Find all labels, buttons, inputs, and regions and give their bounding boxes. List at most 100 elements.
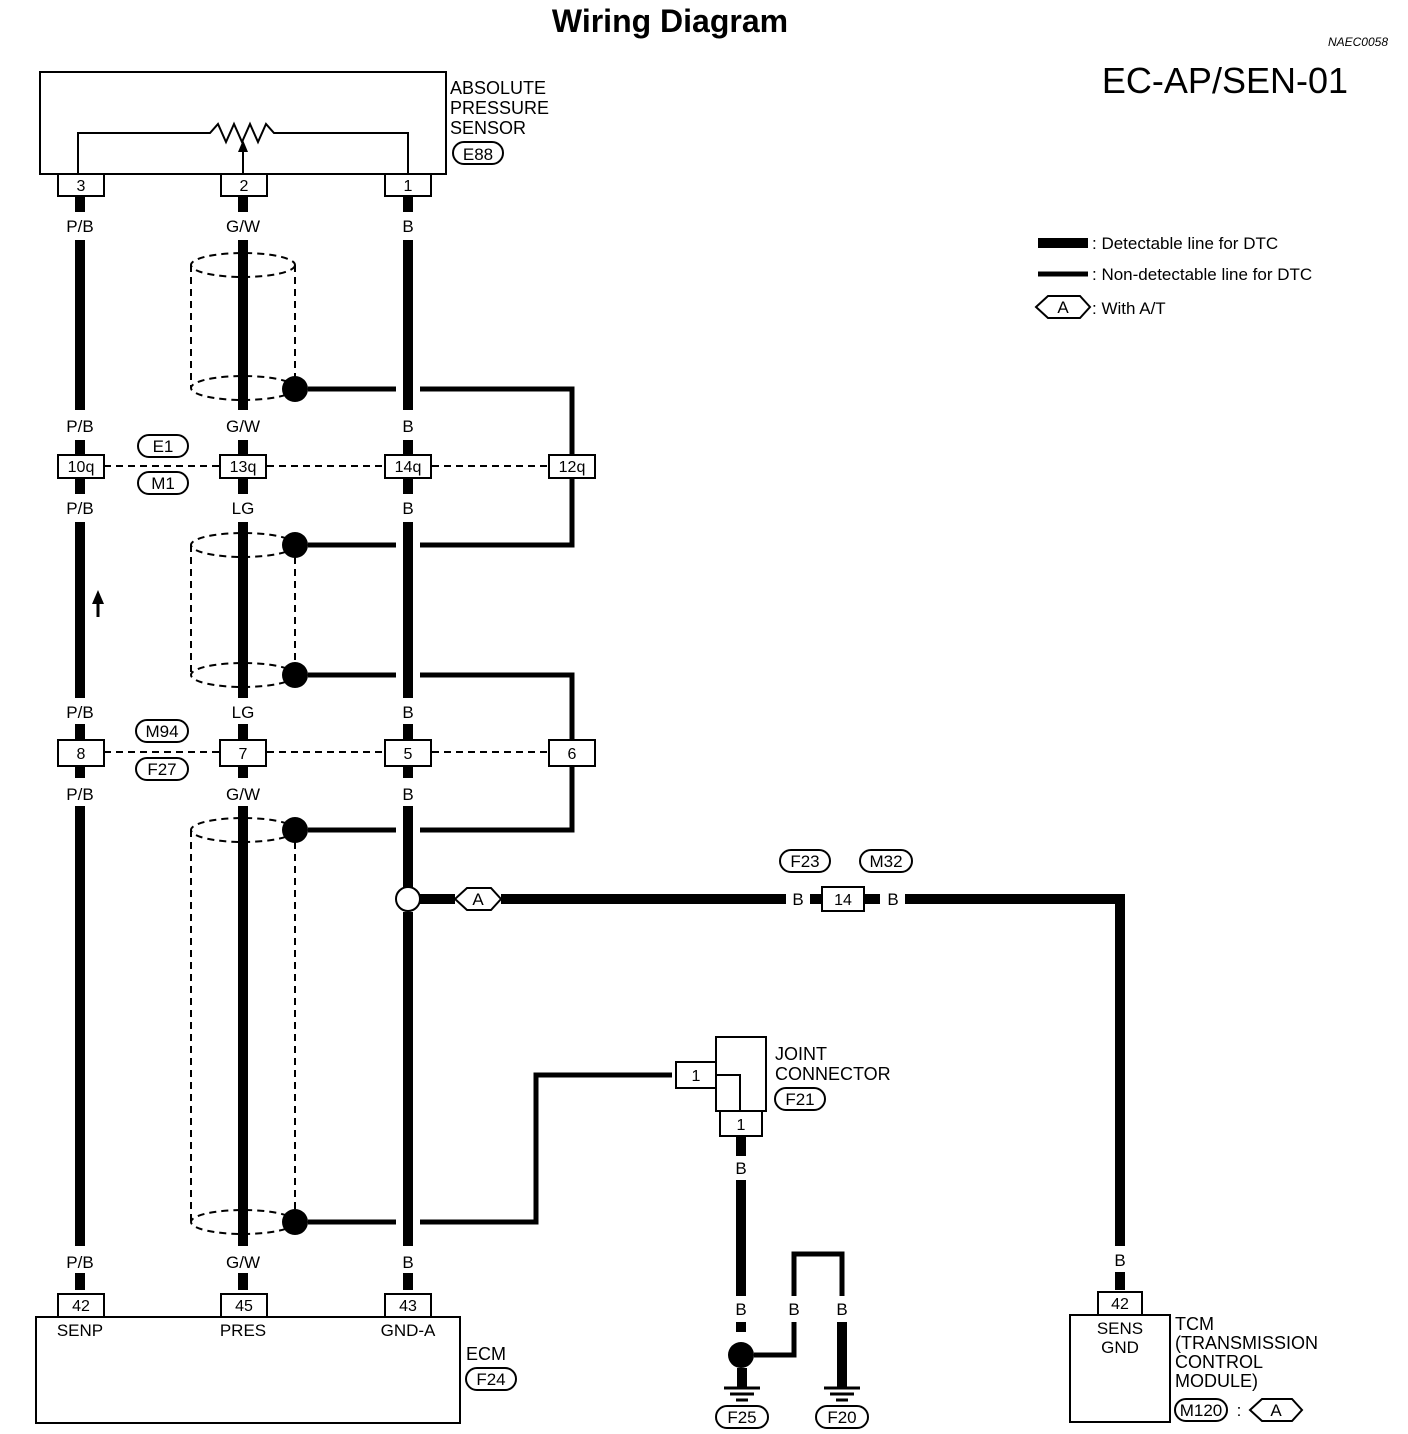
ecm-housing [35, 1316, 461, 1424]
sensor-pin-3-label: 3 [77, 178, 86, 195]
diagram-code: EC-AP/SEN-01 [1102, 60, 1348, 101]
shield-drain-wire [420, 478, 575, 548]
tcm-terminal-line2: GND [1101, 1338, 1139, 1357]
shield-drain-node [282, 817, 308, 843]
joint-connector-tag-label: F21 [785, 1090, 814, 1109]
inline-connector-pin [821, 886, 865, 912]
shield-drain-node [282, 1209, 308, 1235]
legend-detectable-label: : Detectable line for DTC [1092, 234, 1278, 253]
tcm-option-tag-icon [1248, 1398, 1304, 1422]
connector-tag-top-label: E1 [153, 437, 174, 456]
tcm-connector-tag [1174, 1398, 1228, 1422]
at-branch: A B 14 B F23 M32 B [395, 849, 1126, 1290]
wire-color-label: B [402, 499, 413, 518]
sensor-pin-1-label: 1 [404, 178, 413, 195]
sensor-connector-tag [452, 141, 504, 165]
wire-color-label: P/B [66, 217, 93, 236]
legend-non-detectable-label: : Non-detectable line for DTC [1092, 265, 1312, 284]
sensor-name-line2: PRESSURE [450, 98, 549, 118]
ground-circuit: B B B B F25 F20 [715, 1136, 869, 1429]
wire-color-label: B [402, 217, 413, 236]
wire-column-1: P/B P/B P/B P/B P/B P/B [66, 196, 104, 1290]
tcm-housing [1069, 1314, 1171, 1423]
connector-pin-label: 5 [404, 746, 413, 763]
wire-column-2: G/W G/W LG LG G/W G/W [226, 196, 260, 1290]
wire-color-label: B [1114, 1251, 1125, 1270]
wire-color-label: G/W [226, 785, 260, 804]
wire-color-label: B [788, 1300, 799, 1319]
ground-tag-f20 [815, 1405, 869, 1429]
ecm-terminal-gnd-a: GND-A [381, 1321, 436, 1340]
tcm-terminal-line1: SENS [1097, 1319, 1143, 1338]
connector-tag-top [135, 719, 189, 743]
connector-pin-label: 8 [77, 746, 86, 763]
wire-color-label: B [402, 703, 413, 722]
shield-drain-wire [420, 386, 575, 455]
ecm-pin-43-label: 43 [399, 1298, 417, 1315]
connector-tag-top [137, 434, 189, 458]
wire-color-label: G/W [226, 217, 260, 236]
connector-pin-label: 14q [395, 459, 422, 476]
inline-connector-tag-left-label: F23 [790, 852, 819, 871]
wire-color-label: B [735, 1159, 746, 1178]
wire-color-label: B [836, 1300, 847, 1319]
signal-direction-arrow-icon [92, 590, 104, 604]
connector-pin [384, 739, 432, 767]
connector-pin-label: 6 [568, 746, 577, 763]
shield-drain-wire [420, 1072, 672, 1225]
sensor-connector-label: E88 [463, 145, 493, 164]
wire-color-label: B [402, 1253, 413, 1272]
wire-color-label: LG [232, 703, 255, 722]
connector-pin-label: 10q [68, 459, 95, 476]
joint-connector-pin-left [675, 1061, 717, 1089]
joint-connector-pin-bottom-label: 1 [737, 1117, 746, 1134]
ground-tag-f25-label: F25 [727, 1408, 756, 1427]
ecm-module: 42 45 43 SENP PRES GND-A ECM F24 [35, 1293, 517, 1424]
legend-option-symbol: A [1057, 298, 1069, 317]
wire-color-label: B [402, 785, 413, 804]
ecm-terminal-senp: SENP [57, 1321, 103, 1340]
wire-color-label: P/B [66, 499, 93, 518]
tcm-pin-42 [1097, 1291, 1143, 1316]
connector-pin [384, 454, 432, 479]
inline-connector-tag-left [779, 849, 831, 873]
tcm-name-line2: (TRANSMISSION [1175, 1333, 1318, 1353]
tcm-name-line3: CONTROL [1175, 1352, 1263, 1372]
wire-color-label: P/B [66, 1253, 93, 1272]
sensor-pin-2-label: 2 [240, 178, 249, 195]
shield-drain-node [282, 662, 308, 688]
page-title: Wiring Diagram [552, 3, 788, 39]
legend-option-tag-icon [1034, 295, 1092, 319]
connector-pin-label: 12q [559, 459, 586, 476]
wire-color-label: P/B [66, 703, 93, 722]
connector-pin-label: 7 [239, 746, 248, 763]
joint-connector-name-line2: CONNECTOR [775, 1064, 891, 1084]
wire-color-label: B [887, 890, 898, 909]
ecm-pin-42-label: 42 [72, 1298, 90, 1315]
ecm-pin-45-label: 45 [235, 1298, 253, 1315]
inline-connector-tag-right [859, 849, 913, 873]
wire-segment [905, 894, 1125, 1246]
joint-connector-pin-left-label: 1 [692, 1068, 701, 1085]
wire-color-label: B [402, 417, 413, 436]
shielded-cable-upper [190, 252, 575, 455]
wire-color-label: G/W [226, 417, 260, 436]
tcm-pin-42-label: 42 [1111, 1296, 1129, 1313]
ecm-pin-43 [384, 1293, 432, 1318]
connector-pin [57, 739, 105, 767]
sensor-name-line1: ABSOLUTE [450, 78, 546, 98]
legend: : Detectable line for DTC : Non-detectab… [1034, 234, 1312, 319]
ground-link-wire [791, 1251, 845, 1296]
wire-color-label: B [792, 890, 803, 909]
tcm-module: 42 SENS GND TCM (TRANSMISSION CONTROL MO… [1069, 1291, 1318, 1423]
wire-color-label: G/W [226, 1253, 260, 1272]
option-tag-symbol: A [472, 890, 484, 909]
tcm-name-line1: TCM [1175, 1314, 1214, 1334]
connector-tag-bottom-label: M1 [151, 474, 175, 493]
joint-connector-tag [774, 1087, 826, 1111]
joint-connector-internal [716, 1074, 741, 1111]
connector-tag-bottom [137, 471, 189, 495]
wire-color-label: P/B [66, 785, 93, 804]
wire-color-label: P/B [66, 417, 93, 436]
